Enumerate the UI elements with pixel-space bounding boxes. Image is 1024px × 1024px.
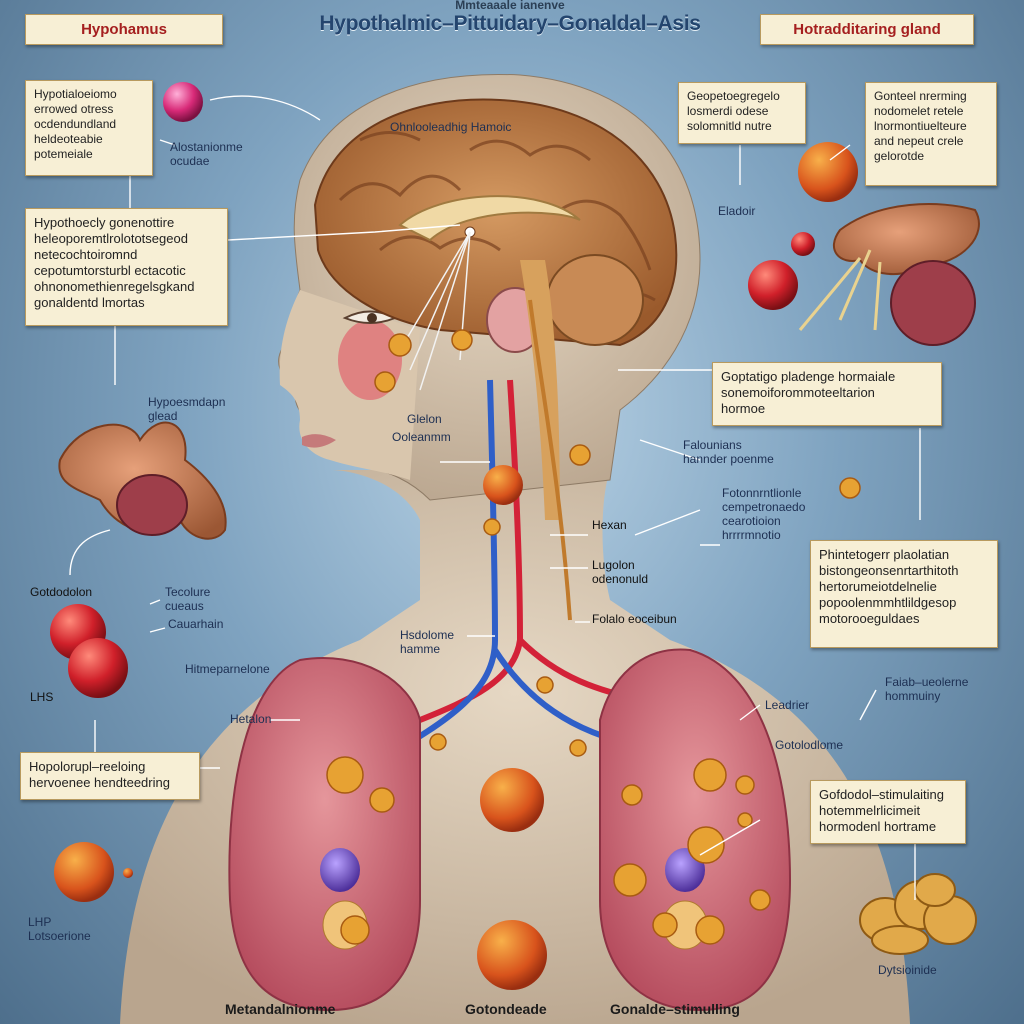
tag-hypothalamus: Hypohamus (25, 14, 223, 45)
label-gotlome: Gotolodlome (775, 738, 844, 752)
label-cauarhain: Cauarhain (168, 617, 224, 631)
label-folalo: Folalo eoceibun (592, 612, 677, 626)
red-sphere-2 (68, 638, 128, 698)
label-hetalon: Hetalon (230, 712, 272, 726)
label-faiabi: Faiab–ueolerne hommuiny (885, 675, 969, 703)
cerebellum (546, 254, 644, 346)
left-gland-bulb (116, 474, 188, 536)
hormone-sphere-bottom (477, 920, 547, 990)
label-lhs: LHS (30, 690, 54, 704)
corpus-callosum (398, 195, 581, 242)
red-sphere-4 (791, 232, 815, 256)
pointer-lines (69, 95, 921, 900)
pink-sphere-top (163, 82, 203, 122)
lung-left (228, 657, 421, 1012)
label-hypo-brain: Ohnlooleadhig Hamoic (390, 120, 512, 134)
label-hsdolome: Hsdolome hamme (400, 628, 455, 656)
tag-gland: Hotradditaring gland (760, 14, 974, 45)
label-hypo-gland: Hypoesmdapn glead (148, 395, 226, 423)
label-center-b: Ooleanmm (392, 430, 451, 444)
label-hitme: Hitmeparnelone (185, 662, 270, 676)
label-dytsi: Dytsioinide (878, 963, 937, 977)
vein-blue (378, 379, 499, 763)
eye-iris (367, 313, 377, 323)
label-lugolon: Lugolon odenonuld (592, 558, 649, 586)
brainstem (520, 260, 560, 520)
label-gonad-left: Alostanionme ocudae (170, 140, 243, 168)
box-top-right-b: Gonteel nrerming nodomelet retele lnormo… (865, 82, 997, 186)
box-top-left: Hypotialoeiomo errowed otress ocdendundl… (25, 80, 153, 176)
box-lower-right: Phintetogerr plaolatian bistongeonsenrta… (810, 540, 998, 648)
box-mid-right: Goptatigo pladenge hormaiale sonemoiforo… (712, 362, 942, 426)
right-gland-bulb (890, 260, 976, 346)
label-gotdol: Gotdodolon (30, 585, 93, 599)
label-right-b: Fotonnrntlionle cempetronaedo cearotioio… (722, 486, 806, 542)
box-lower-left: Hopolorupl–reeloing hervoenee hendteedri… (20, 752, 200, 800)
diagram-title: Hypothalmic–Pittuidary–Gonaldal–Asis (319, 12, 701, 35)
box-mid-left: Hypothoecly gonenottire heleoporemtlrolo… (25, 208, 228, 326)
box-top-right-a: Geopetoegregelo losmerdi odese solomnitl… (678, 82, 806, 144)
box-bottom-right: Gofdodol–stimulaiting hotemmelrlicimeit … (810, 780, 966, 844)
label-center-a: Glelon (407, 412, 442, 426)
footer-right: Gonalde–stimulling (610, 1001, 740, 1017)
label-lhp: LHP Lotsoerione (28, 915, 91, 943)
red-sphere-3 (748, 260, 798, 310)
footer-left: Metandalnionme (225, 1001, 336, 1017)
gonad-violet-left (320, 848, 360, 892)
label-right-a: Falounians hannder poenme (683, 438, 774, 466)
hormone-sphere-neck (483, 465, 523, 505)
gland-clusters (326, 329, 861, 945)
hormone-sphere-left-small (123, 868, 133, 878)
hormone-sphere-left (54, 842, 114, 902)
footer-middle: Gotondeade (465, 1001, 547, 1017)
lung-right (599, 648, 792, 1012)
label-elador: Eladoir (718, 204, 756, 218)
label-tecolure: Tecolure cueaus (165, 585, 211, 613)
hormone-sphere-chest (480, 768, 544, 832)
diagram-overtitle: Mmteaaale ianenve (455, 0, 565, 12)
label-leadrier: Leadrier (765, 698, 810, 712)
hormone-sphere-topright (798, 142, 858, 202)
lips-shape (302, 434, 336, 448)
fat-gland (859, 873, 977, 955)
label-hexan: Hexan (592, 518, 627, 532)
